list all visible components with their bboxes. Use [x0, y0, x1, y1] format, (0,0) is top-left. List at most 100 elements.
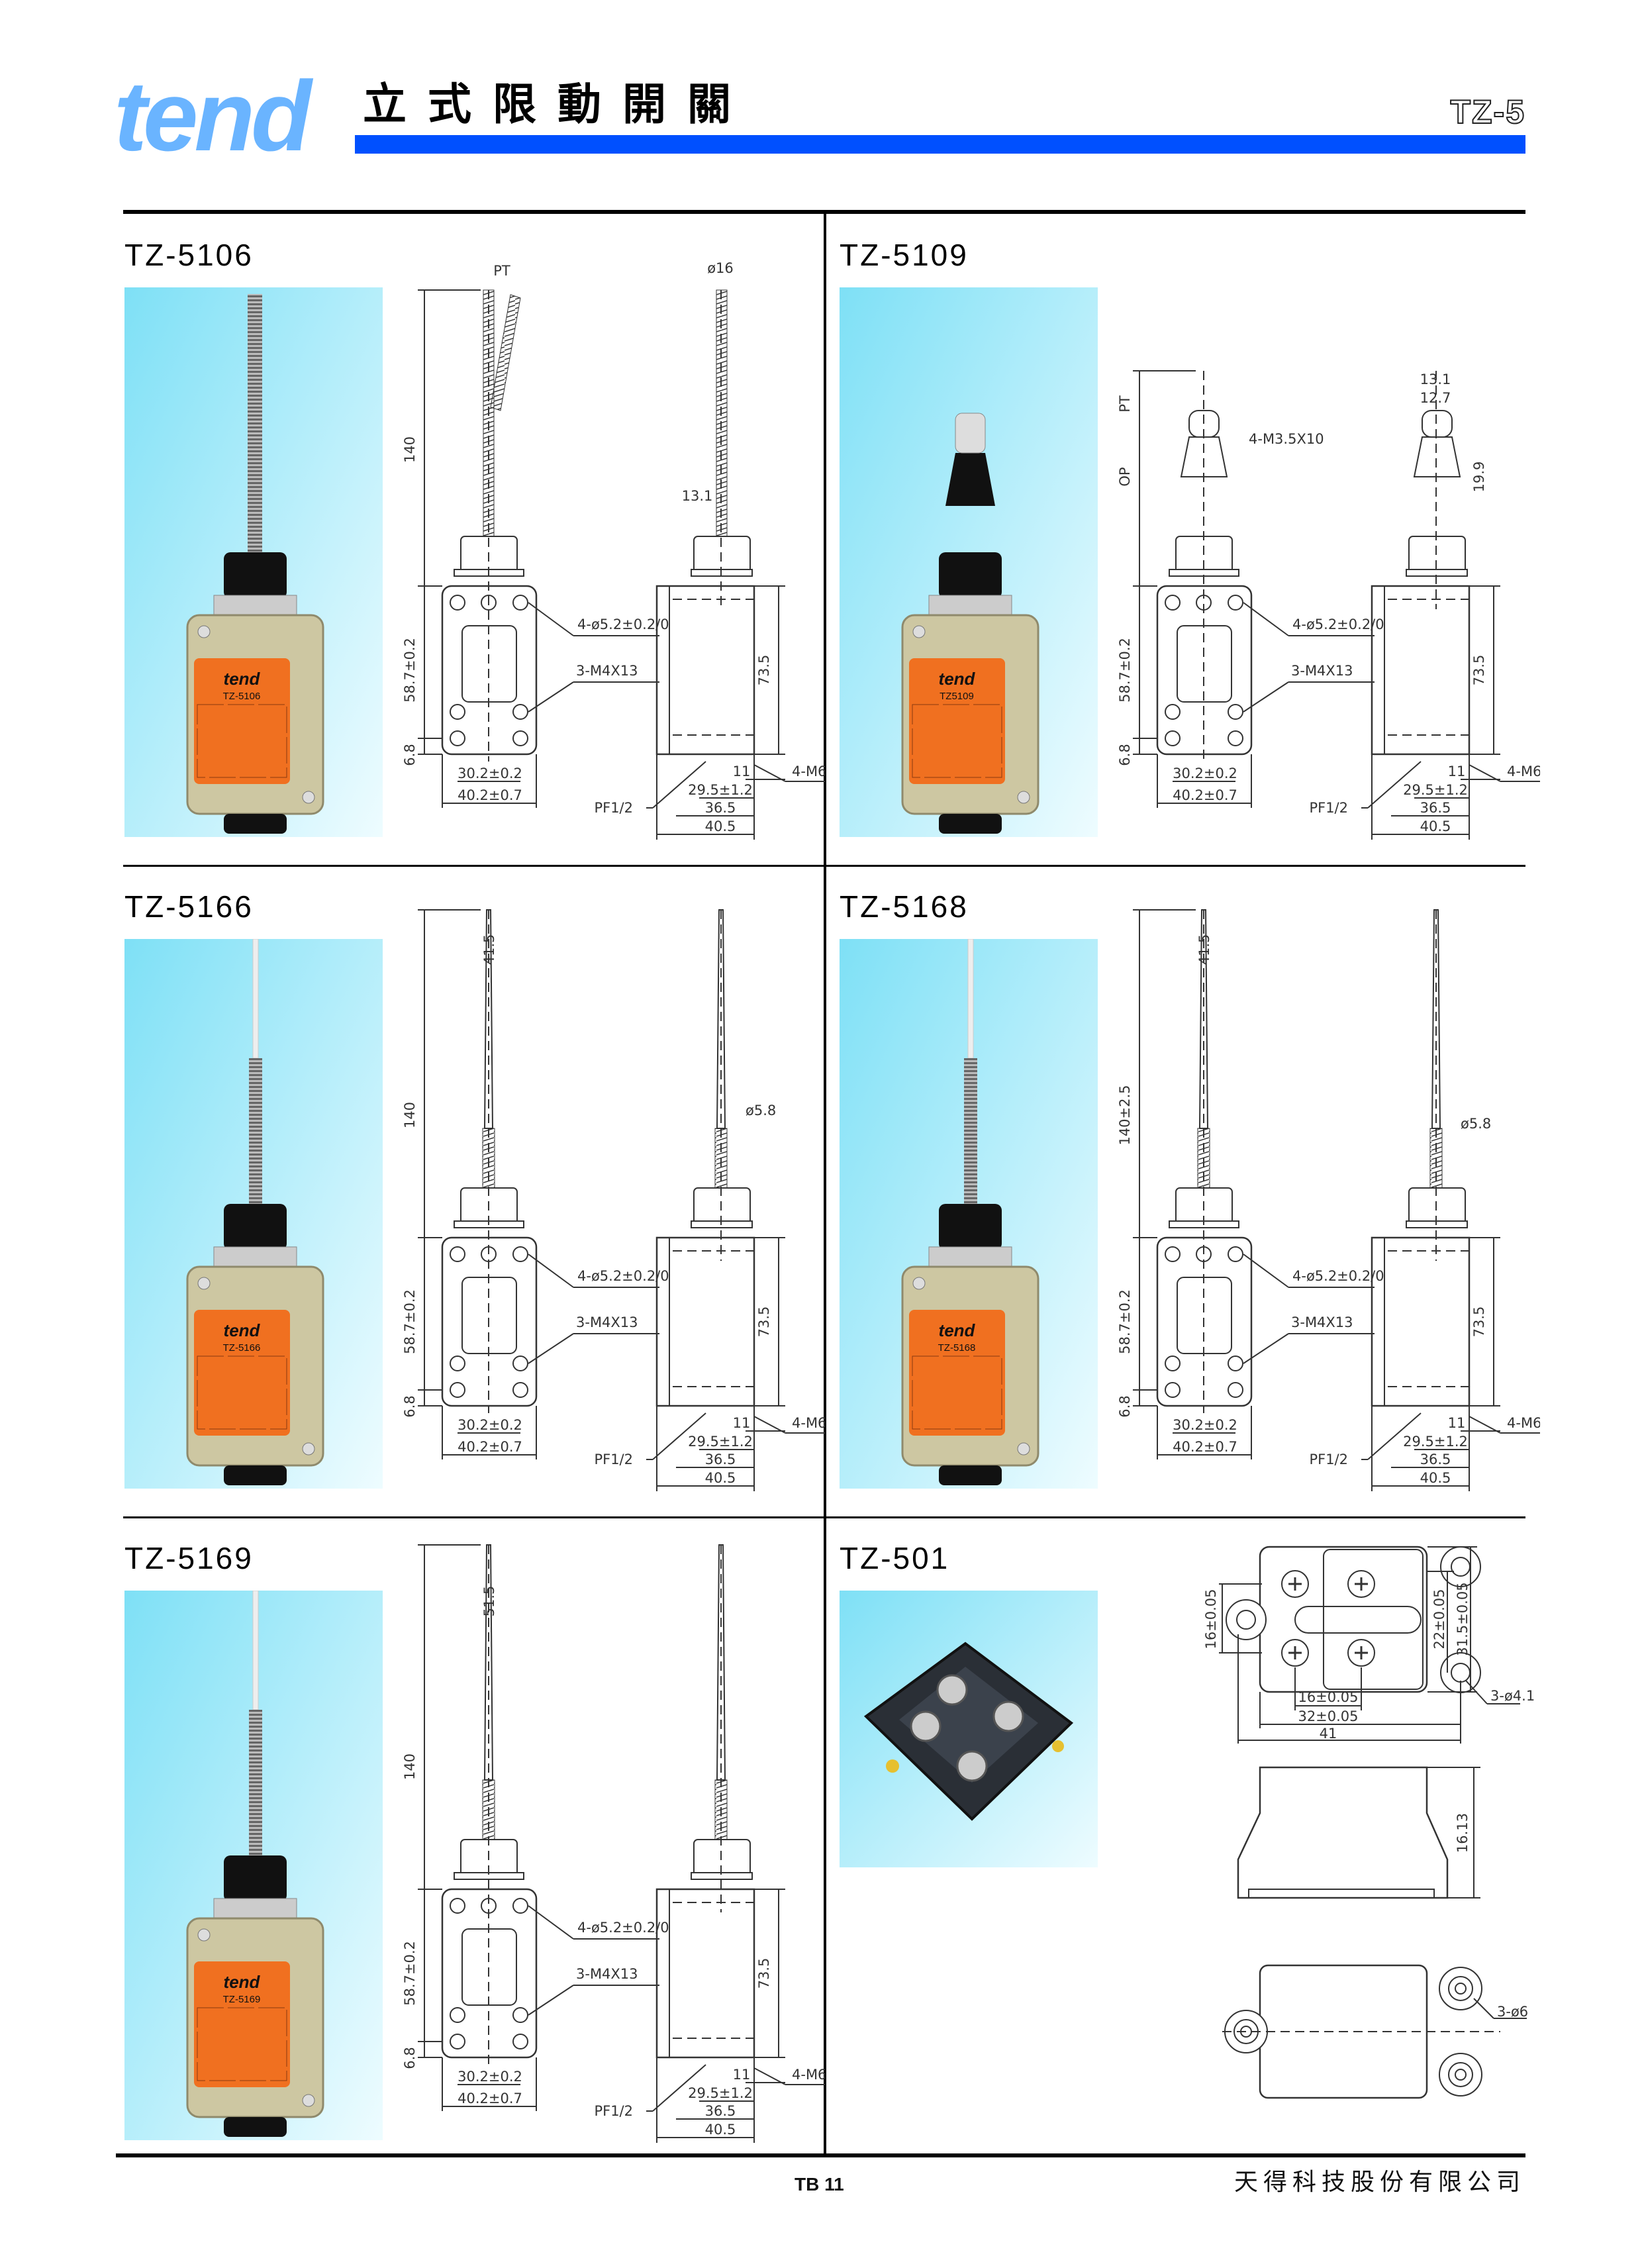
- product-photo: tend TZ-5106: [124, 287, 383, 837]
- product-photo: tend TZ-5169: [124, 1591, 383, 2140]
- dimension-d2: 36.5: [705, 1452, 736, 1467]
- photo-brand: tend: [939, 1320, 976, 1340]
- dimension-drawing: 14051.558.7±0.26.830.2±0.240.2±0.74-ø5.2…: [402, 1544, 825, 2143]
- product-model: TZ-5109: [840, 238, 969, 272]
- photo-model: TZ-5106: [223, 691, 261, 702]
- brand-logo: tend: [114, 60, 312, 172]
- dimension-dia: ø5.8: [746, 1103, 776, 1118]
- row-divider: [123, 1516, 1525, 1518]
- dimension-side_h: 73.5: [756, 655, 772, 686]
- dimension-conduit: PF1/2: [594, 800, 633, 816]
- dimension-height: 58.7±0.2: [402, 1289, 418, 1354]
- dimension-conduit: PF1/2: [594, 2103, 633, 2119]
- product-cell-tz-5166: TZ-5166 tend TZ-5166 140 41.5 58.7±0.2 6.8 3…: [123, 863, 825, 1516]
- dimension-pitch: 30.2±0.2: [1173, 765, 1237, 781]
- dimension-width: 40.2±0.7: [458, 787, 522, 803]
- dimension-conduit: PF1/2: [1309, 800, 1348, 816]
- dimension-screws: 3-M4X13: [1291, 1314, 1353, 1330]
- dimension-s11: 11: [1448, 1415, 1466, 1431]
- column-divider: [824, 212, 826, 2155]
- photo-model: TZ5109: [940, 691, 974, 702]
- dimension-s11: 11: [733, 2067, 751, 2083]
- dimension-tip: 51.5: [481, 1586, 497, 1617]
- dimension-height: 58.7±0.2: [402, 638, 418, 703]
- dimension-op: OP: [1117, 467, 1133, 486]
- dimension-top2: 12.7: [1420, 390, 1451, 406]
- dimension-tip: 41.5: [481, 934, 497, 965]
- dimension-v16: 16±0.05: [1203, 1589, 1219, 1649]
- dimension-v22: 22±0.05: [1431, 1589, 1447, 1649]
- photo-brand: tend: [224, 1972, 261, 1992]
- dimension-len: 140: [402, 1753, 418, 1780]
- company-name: 天得科技股份有限公司: [1233, 2169, 1525, 2196]
- dimension-d2: 36.5: [1420, 1452, 1451, 1467]
- dimension-d3: 40.5: [705, 2122, 736, 2138]
- dimension-s11: 11: [1448, 764, 1466, 779]
- header-bar: [355, 135, 1525, 154]
- dimension-base: 6.8: [402, 744, 418, 765]
- photo-model: TZ-5166: [223, 1342, 261, 1354]
- dimension-base: 6.8: [1117, 744, 1133, 765]
- dimension-base: 6.8: [402, 2047, 418, 2069]
- product-photo: tend TZ5109: [840, 287, 1098, 837]
- dimension-pitch: 30.2±0.2: [458, 765, 522, 781]
- dimension-base: 6.8: [1117, 1395, 1133, 1417]
- dimension-d3: 40.5: [705, 818, 736, 834]
- dimension-h32: 32±0.05: [1298, 1708, 1358, 1724]
- dimension-len: 140±2.5: [1117, 1085, 1133, 1145]
- dimension-holes6: 3-ø6: [1497, 2004, 1528, 2020]
- dimension-pitch: 30.2±0.2: [458, 1417, 522, 1433]
- dimension-d1: 29.5±1.2: [688, 1434, 753, 1450]
- dimension-d1: 29.5±1.2: [1403, 782, 1468, 798]
- dimension-thread: 4-M6: [792, 1415, 825, 1431]
- dimension-side_h: 73.5: [756, 1307, 772, 1338]
- photo-model: TZ-5168: [938, 1342, 976, 1354]
- dimension-d3: 40.5: [1420, 818, 1451, 834]
- dimension-pt: PT: [493, 263, 510, 279]
- dimension-side_h: 73.5: [756, 1958, 772, 1989]
- product-model: TZ-5166: [124, 889, 254, 924]
- dimension-base: 6.8: [402, 1395, 418, 1417]
- dimension-conduit: PF1/2: [594, 1452, 633, 1467]
- product-photo: tend TZ-5168: [840, 939, 1098, 1489]
- dimension-d1: 29.5±1.2: [1403, 1434, 1468, 1450]
- dimension-d3: 40.5: [1420, 1470, 1451, 1486]
- dimension-len: 140: [402, 436, 418, 463]
- dimension-h1613: 16.13: [1455, 1813, 1471, 1853]
- dimension-s11: 11: [733, 764, 751, 779]
- product-cell-tz-5106: TZ-5106 tend TZ-5106 140 58.7±0.2 6.8 30.2±…: [123, 212, 825, 864]
- dimension-holes: 4-ø5.2±0.2/0: [577, 1268, 669, 1284]
- dimension-d3: 40.5: [705, 1470, 736, 1486]
- dimension-side_h: 73.5: [1471, 655, 1487, 686]
- dimension-thread: 4-M6: [792, 764, 825, 779]
- dimension-screws: 3-M4X13: [576, 1314, 638, 1330]
- dimension-pitch: 30.2±0.2: [1173, 1417, 1237, 1433]
- dimension-thread: 4-M6: [1507, 1415, 1540, 1431]
- dimension-screws: 3-M4X13: [576, 663, 638, 679]
- dimension-holes: 4-ø5.2±0.2/0: [577, 616, 669, 632]
- product-model: TZ-5106: [124, 238, 254, 272]
- product-model: TZ-5169: [124, 1541, 254, 1575]
- product-model: TZ-501: [840, 1541, 950, 1575]
- photo-model: TZ-5169: [223, 1994, 261, 2005]
- dimension-holes: 4-ø5.2±0.2/0: [577, 1920, 669, 1936]
- dimension-holes: 4-ø5.2±0.2/0: [1292, 616, 1384, 632]
- dimension-width: 40.2±0.7: [458, 1439, 522, 1455]
- dimension-width: 40.2±0.7: [1173, 1439, 1237, 1455]
- product-cell-tz-5168: TZ-5168 tend TZ-5168 140±2.5 41.5 58.7±0.2…: [838, 863, 1540, 1516]
- product-photo: tend TZ-5166: [124, 939, 383, 1489]
- dimension-drawing: 140 41.5 58.7±0.2 6.8 30.2±0.2 40.2±0.7 4-ø5.2…: [402, 909, 825, 1491]
- photo-brand: tend: [939, 669, 976, 689]
- bottom-rule: [116, 2153, 1525, 2157]
- dimension-len: 140: [402, 1102, 418, 1128]
- dimension-dia: ø5.8: [1461, 1116, 1491, 1132]
- dimension-v315: 31.5±0.05: [1455, 1582, 1471, 1655]
- dimension-tip: 41.5: [1196, 934, 1212, 965]
- dimension-height: 58.7±0.2: [1117, 1289, 1133, 1354]
- dimension-s11: 11: [733, 1415, 751, 1431]
- row-divider: [123, 865, 1525, 867]
- dimension-width: 40.2±0.7: [1173, 787, 1237, 803]
